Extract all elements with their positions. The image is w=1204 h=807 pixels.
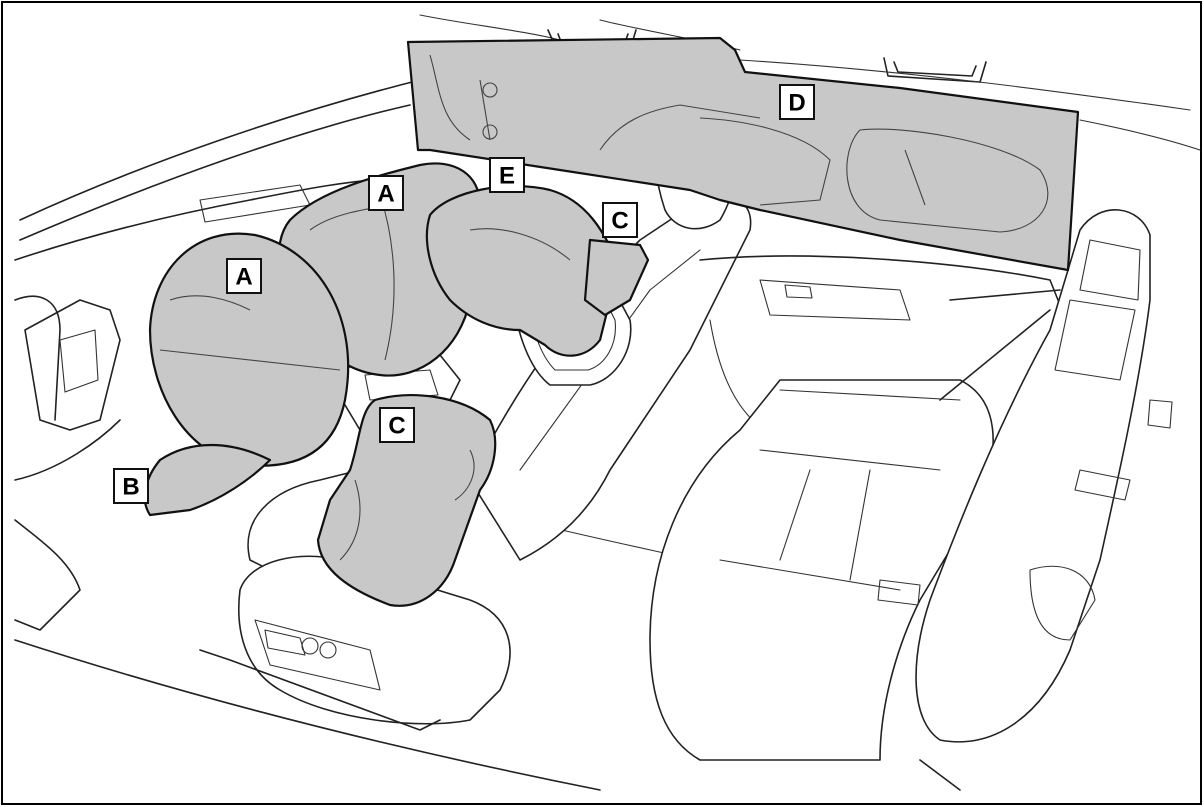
label-e-text: E xyxy=(499,163,515,190)
knee-airbag xyxy=(143,444,272,517)
airbag-shapes xyxy=(143,36,1080,607)
label-d-text: D xyxy=(788,90,805,117)
curtain-airbag xyxy=(406,36,1080,272)
label-a-driver: A xyxy=(226,258,262,294)
label-c-rear: C xyxy=(602,202,638,238)
label-d: D xyxy=(779,84,815,120)
label-c-front-text: C xyxy=(388,413,405,440)
front-side-airbag xyxy=(316,394,497,607)
label-e: E xyxy=(489,157,525,193)
label-c-front: C xyxy=(379,407,415,443)
label-b-text: B xyxy=(122,474,139,501)
label-a-passenger-text: A xyxy=(377,181,394,208)
label-a-driver-text: A xyxy=(235,264,252,291)
rear-side-airbag xyxy=(583,238,650,317)
label-b: B xyxy=(113,468,149,504)
callout-labels: A A B C C D E xyxy=(113,84,815,504)
label-a-passenger: A xyxy=(368,175,404,211)
label-c-rear-text: C xyxy=(611,208,628,235)
